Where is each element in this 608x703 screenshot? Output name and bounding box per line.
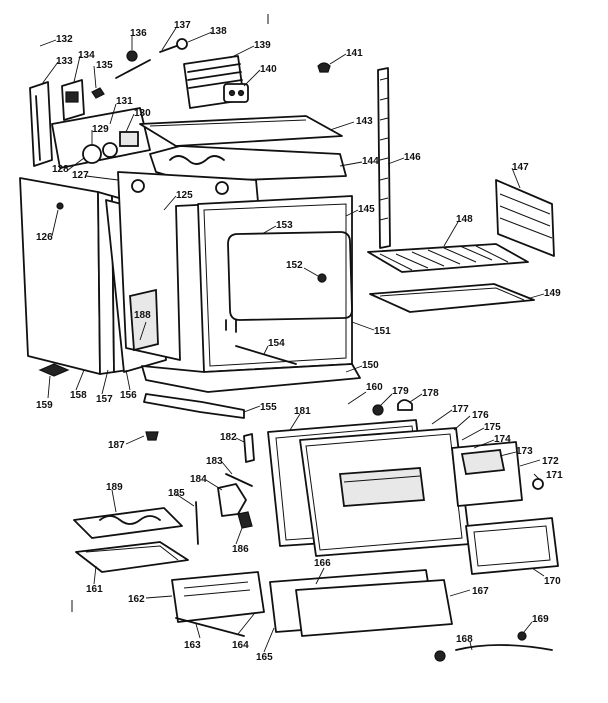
label-167: 167 (472, 586, 489, 597)
label-150: 150 (362, 360, 379, 371)
label-183: 183 (206, 456, 223, 467)
label-141: 141 (346, 48, 363, 59)
label-128: 128 (52, 164, 69, 175)
label-129: 129 (92, 124, 109, 135)
label-160: 160 (366, 382, 383, 393)
label-185: 185 (168, 488, 185, 499)
label-132: 132 (56, 34, 73, 45)
label-157: 157 (96, 394, 113, 405)
label-187: 187 (108, 440, 125, 451)
label-152: 152 (286, 260, 303, 271)
label-170: 170 (544, 576, 561, 587)
oven-top-assembly (139, 115, 347, 183)
label-155: 155 (260, 402, 277, 413)
label-173: 173 (516, 446, 533, 457)
label-158: 158 (70, 390, 87, 401)
range-body (19, 67, 391, 419)
label-178: 178 (422, 388, 439, 399)
label-130: 130 (134, 108, 151, 119)
label-162: 162 (128, 594, 145, 605)
part-labels: 132 133 134 135 136 137 138 139 140 141 … (36, 20, 563, 663)
label-145: 145 (358, 204, 375, 215)
label-177: 177 (452, 404, 469, 415)
label-156: 156 (120, 390, 137, 401)
label-174: 174 (494, 434, 511, 445)
label-138: 138 (210, 26, 227, 37)
label-171: 171 (546, 470, 563, 481)
label-127: 127 (72, 170, 89, 181)
label-189: 189 (106, 482, 123, 493)
label-146: 146 (404, 152, 421, 163)
label-175: 175 (484, 422, 501, 433)
label-126: 126 (36, 232, 53, 243)
label-165: 165 (256, 652, 273, 663)
label-131: 131 (116, 96, 133, 107)
label-153: 153 (276, 220, 293, 231)
label-182: 182 (220, 432, 237, 443)
label-136: 136 (130, 28, 147, 39)
label-169: 169 (532, 614, 549, 625)
label-135: 135 (96, 60, 113, 71)
label-166: 166 (314, 558, 331, 569)
label-168: 168 (456, 634, 473, 645)
label-154: 154 (268, 338, 285, 349)
label-140: 140 (260, 64, 277, 75)
label-181: 181 (294, 406, 311, 417)
label-133: 133 (56, 56, 73, 67)
label-151: 151 (374, 326, 391, 337)
backguard-assembly (29, 38, 331, 169)
drawer-and-pans (73, 507, 559, 662)
label-163: 163 (184, 640, 201, 651)
label-125: 125 (176, 190, 193, 201)
label-144: 144 (362, 156, 379, 167)
label-179: 179 (392, 386, 409, 397)
label-139: 139 (254, 40, 271, 51)
label-188: 188 (134, 310, 151, 321)
label-186: 186 (232, 544, 249, 555)
label-137: 137 (174, 20, 191, 31)
label-176: 176 (472, 410, 489, 421)
label-172: 172 (542, 456, 559, 467)
label-143: 143 (356, 116, 373, 127)
label-161: 161 (86, 584, 103, 595)
oven-racks (367, 179, 555, 313)
label-147: 147 (512, 162, 529, 173)
label-148: 148 (456, 214, 473, 225)
label-184: 184 (190, 474, 207, 485)
label-159: 159 (36, 400, 53, 411)
label-134: 134 (78, 50, 95, 61)
label-164: 164 (232, 640, 249, 651)
label-149: 149 (544, 288, 561, 299)
oven-door-assembly (145, 419, 544, 557)
